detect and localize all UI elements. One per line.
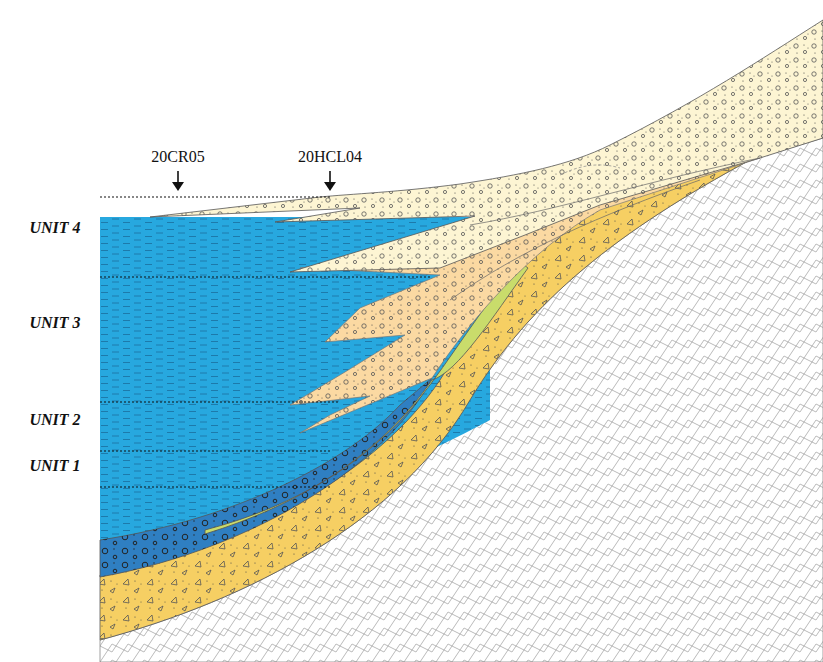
unit-boundary	[100, 196, 330, 197]
unit-label: UNIT 4	[29, 219, 80, 237]
contact-line	[450, 180, 700, 300]
core-arrows	[172, 171, 336, 191]
unit-label: UNIT 1	[29, 457, 80, 475]
unit-label: UNIT 3	[29, 314, 80, 332]
core-arrowhead	[172, 182, 184, 191]
upper-fan-clasts	[150, 20, 823, 272]
unit-label: UNIT 2	[29, 411, 80, 429]
dropstones	[100, 378, 432, 577]
core-label: 20CR05	[151, 148, 204, 166]
contact-line	[470, 158, 760, 225]
upper-fan-deposit	[150, 20, 823, 272]
contact-line	[560, 165, 620, 175]
core-label: 20HCL04	[298, 148, 362, 166]
unit-boundaries	[100, 197, 430, 487]
unit-boundary	[100, 276, 430, 277]
unit-boundary	[100, 486, 330, 487]
core-arrowhead	[324, 182, 336, 191]
unit-boundary	[100, 401, 340, 402]
glaciolacustrine-layer	[100, 378, 432, 577]
unit-boundary	[100, 450, 330, 451]
